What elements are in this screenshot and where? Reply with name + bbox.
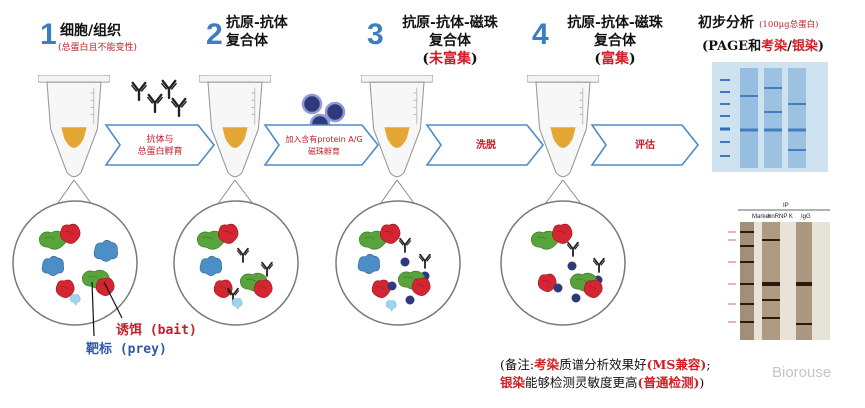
arrow-2: [263, 124, 380, 166]
step-subtitle-1: (总蛋白且不能变性): [58, 43, 138, 53]
arrow-1-label-line1: 抗体与: [146, 135, 174, 145]
arrow-2-label: 加入含有protein A/G 磁珠孵育: [272, 134, 376, 158]
step-title-4-status: 富集: [601, 51, 629, 67]
step-title-2-line1: 抗原-抗体: [226, 15, 288, 31]
footnote-coomassie: 考染: [534, 357, 560, 372]
tube-2: [199, 75, 271, 178]
arrow-4: [590, 124, 700, 166]
analysis-header: 初步分析 (100μg总蛋白) (PAGE和考染/银染): [698, 12, 863, 54]
step-title-4-close: ): [629, 51, 636, 67]
footnote-general-detection: (普通检测): [637, 375, 700, 390]
analysis-title: 初步分析: [698, 15, 754, 31]
analysis-subtitle-sep: /: [787, 39, 792, 54]
tube-4: [527, 75, 599, 178]
footnote-line2: 银染能够检测灵敏度更高(普通检测)): [500, 374, 711, 392]
analysis-subtitle-coomassie: 考染: [761, 39, 788, 54]
step-number-3: 3: [367, 18, 384, 51]
step-title-4-line3: (富集): [550, 50, 680, 68]
arrow-3-label: 洗脱: [432, 140, 540, 152]
footnote: (备注:考染质谱分析效果好(MS兼容); 银染能够检测灵敏度更高(普通检测)): [500, 356, 711, 392]
arrow-4-label: 评估: [596, 140, 694, 152]
tube-3: [361, 75, 433, 178]
footnote-ms-compatible: (MS兼容): [646, 357, 707, 372]
analysis-subtitle-silver: 银染: [791, 39, 818, 54]
footnote-line1: (备注:考染质谱分析效果好(MS兼容);: [500, 356, 711, 374]
analysis-subtitle-suffix: ): [817, 39, 825, 54]
footnote-coomassie-text: 质谱分析效果好: [559, 357, 647, 372]
step-title-3-close: ): [471, 51, 478, 67]
arrow-1-label: 抗体与 总蛋白孵育: [110, 134, 210, 158]
gel-ip-label: IP: [783, 203, 789, 209]
step-title-3: 抗原-抗体-磁珠 复合体 (未富集): [385, 14, 515, 68]
arrow-4-label-line1: 评估: [635, 140, 655, 151]
circle-3-proteins: [357, 223, 432, 312]
step-title-3-line1: 抗原-抗体-磁珠: [402, 15, 498, 31]
footnote-silver-text: 能够检测灵敏度更高: [525, 375, 638, 390]
step-number-1: 1: [40, 18, 57, 51]
gel-lane2-label: IgG: [801, 214, 811, 220]
analysis-title-note: (100μg总蛋白): [759, 20, 819, 30]
step-number-2: 2: [206, 18, 223, 51]
footnote-prefix: (备注:: [500, 357, 535, 372]
step-title-4-line1: 抗原-抗体-磁珠: [567, 15, 663, 31]
circle-4-proteins: [530, 223, 606, 303]
prey-pointer: [91, 281, 95, 337]
gel-lane1-label: hnRNP K: [768, 214, 793, 220]
bait-pointer: [103, 281, 123, 319]
footnote-silver: 银染: [500, 375, 526, 390]
step-title-3-line3: (未富集): [385, 50, 515, 68]
zoom-circle-1: [12, 200, 138, 326]
footnote-separator: ;: [706, 357, 711, 372]
zoom-circle-4: [500, 200, 626, 326]
footnote-end: ): [699, 375, 705, 390]
analysis-subtitle-prefix: (PAGE和: [702, 39, 762, 54]
arrow-3: [425, 124, 545, 166]
step-title-4: 抗原-抗体-磁珠 复合体 (富集): [550, 14, 680, 68]
step-title-3-open: (: [422, 51, 429, 67]
step-title-3-line2: 复合体: [429, 33, 471, 49]
arrow-2-label-line2: 磁珠孵育: [308, 147, 340, 156]
antibody-icons: [130, 79, 188, 118]
arrow-1: [104, 124, 216, 166]
bait-label: 诱饵 (bait): [116, 323, 197, 338]
watermark: Biorouse: [772, 364, 832, 381]
arrow-2-label-line1: 加入含有protein A/G: [285, 135, 363, 144]
arrow-3-label-line1: 洗脱: [476, 140, 496, 151]
coomassie-gel: [712, 62, 828, 172]
arrow-1-label-line2: 总蛋白孵育: [137, 147, 183, 157]
step-title-2: 抗原-抗体 复合体: [226, 14, 288, 50]
step-title-2-line2: 复合体: [226, 33, 268, 49]
analysis-subtitle: (PAGE和考染/银染): [702, 35, 863, 54]
step-title-3-status: 未富集: [429, 51, 471, 67]
step-number-4: 4: [532, 18, 549, 51]
silver-gel: Marker IP hnRNP K IgG: [728, 203, 830, 340]
step-title-4-line2: 复合体: [594, 33, 636, 49]
tube-1: [38, 75, 110, 178]
zoom-circle-3: [335, 200, 461, 326]
step-title-1: 细胞/组织: [60, 23, 122, 39]
step-title-4-open: (: [594, 51, 601, 67]
gel-marker-label: Marker: [752, 214, 771, 220]
prey-label: 靶标 (prey): [86, 342, 167, 357]
